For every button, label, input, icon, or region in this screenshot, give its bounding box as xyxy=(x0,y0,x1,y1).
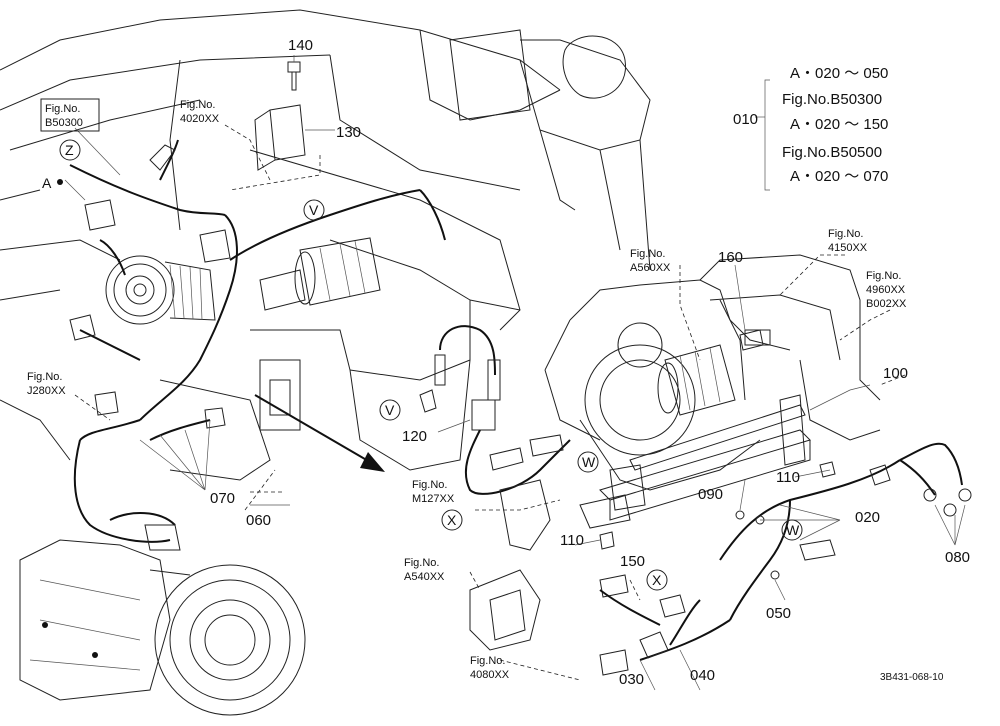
legend-line-2: Fig.No.B50300 xyxy=(782,91,882,108)
figref-a540-code: A540XX xyxy=(404,571,445,583)
part-040-label: 040 xyxy=(690,667,715,684)
part-100-label: 100 xyxy=(883,365,908,382)
part-160-label: 160 xyxy=(718,249,743,266)
part-140-label: 140 xyxy=(288,37,313,54)
figref-j280-code: J280XX xyxy=(27,385,66,397)
ref-letter-v1: V xyxy=(309,202,319,218)
figref-4080-title: Fig.No. xyxy=(470,655,505,667)
harness-middle xyxy=(419,325,571,495)
figref-4080-code: 4080XX xyxy=(470,669,510,681)
frame-rail xyxy=(579,394,811,529)
legend-line-1: A・020 ～ 050 xyxy=(790,65,888,82)
engine-block-outline xyxy=(0,9,651,481)
figref-b50300-title: Fig.No. xyxy=(45,103,80,115)
alternator xyxy=(105,229,231,325)
point-a-dot xyxy=(57,179,63,185)
ref-circle-w1 xyxy=(577,451,599,473)
part-120-label: 120 xyxy=(402,428,427,445)
ref-circle-v1 xyxy=(303,199,325,221)
starter-motor-left xyxy=(259,237,381,311)
legend-line-3: A・020 ～ 150 xyxy=(790,116,888,133)
figref-m127-code: M127XX xyxy=(412,493,455,505)
harness-left xyxy=(69,139,446,551)
figref-b002-code: B002XX xyxy=(866,298,907,310)
ref-letter-z: Z xyxy=(65,142,74,158)
bracket-130 xyxy=(254,104,306,171)
gear-case xyxy=(544,254,881,491)
figref-4960-title: Fig.No. xyxy=(866,270,901,282)
part-090-label: 090 xyxy=(698,486,723,503)
figbox-b50300 xyxy=(40,98,100,132)
part-070-label: 070 xyxy=(210,490,235,507)
figref-4020-code: 4020XX xyxy=(180,113,220,125)
ref-circle-x2 xyxy=(646,569,668,591)
part-080-label: 080 xyxy=(945,549,970,566)
figref-a560-title: Fig.No. xyxy=(630,248,665,260)
harness-right xyxy=(599,442,972,676)
ref-letter-a: A xyxy=(42,175,52,191)
ref-letter-v2: V xyxy=(385,402,395,418)
figref-4020-title: Fig.No. xyxy=(180,99,215,111)
drawing-number: 3B431-068-10 xyxy=(880,672,944,683)
figref-4150-code: 4150XX xyxy=(828,242,868,254)
starter-motor-right xyxy=(657,344,736,416)
ref-letter-w2: W xyxy=(786,522,800,538)
figref-m127-title: Fig.No. xyxy=(412,479,447,491)
leader-lines xyxy=(64,55,966,691)
bolt-110-left xyxy=(599,531,615,550)
part-130-label: 130 xyxy=(336,124,361,141)
figref-a560-code: A560XX xyxy=(630,262,671,274)
part-020-label: 020 xyxy=(855,509,880,526)
ref-circle-x1 xyxy=(441,509,463,531)
part-150-label: 150 xyxy=(620,553,645,570)
transmission-housing xyxy=(19,539,306,716)
direction-arrow xyxy=(254,394,385,472)
part-030-label: 030 xyxy=(619,671,644,688)
figref-a540-title: Fig.No. xyxy=(404,557,439,569)
legend-line-5: A・020 ～ 070 xyxy=(790,168,888,185)
figref-4150-title: Fig.No. xyxy=(828,228,863,240)
figref-4960-code: 4960XX xyxy=(866,284,906,296)
figref-j280-title: Fig.No. xyxy=(27,371,62,383)
part-050-label: 050 xyxy=(766,605,791,622)
figref-b50300-code: B50300 xyxy=(45,117,83,129)
legend-line-4: Fig.No.B50500 xyxy=(782,144,882,161)
ref-circle-z xyxy=(59,139,81,161)
ref-circle-v2 xyxy=(379,399,401,421)
bracket-x xyxy=(469,479,551,651)
ref-letter-x2: X xyxy=(652,572,662,588)
part-060-label: 060 xyxy=(246,512,271,529)
part-110-right-label: 110 xyxy=(776,469,800,486)
ref-letter-x1: X xyxy=(447,512,457,528)
bolt-110-right xyxy=(819,461,836,478)
part-010-label: 010 xyxy=(733,111,758,128)
bolt-140 xyxy=(287,61,301,91)
part-110-left-label: 110 xyxy=(560,532,584,549)
part-160 xyxy=(739,329,764,351)
ref-letter-w1: W xyxy=(582,454,596,470)
ref-circle-w2 xyxy=(781,519,803,541)
